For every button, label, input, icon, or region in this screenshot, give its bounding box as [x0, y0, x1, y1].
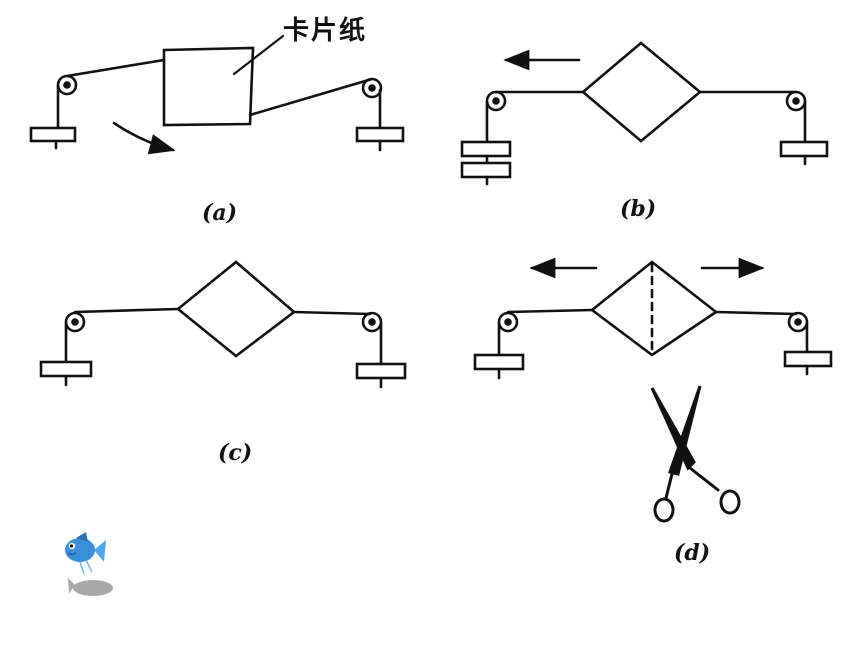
weight-icon: [355, 126, 405, 152]
pulley-icon: [785, 90, 807, 112]
card-paper: [162, 46, 255, 127]
label-leader: [232, 34, 285, 76]
pulley-icon: [787, 311, 809, 333]
panel-c: [39, 260, 407, 389]
string: [65, 58, 166, 78]
string: [714, 310, 798, 316]
weight-icon: [29, 126, 77, 150]
weight-icon: [783, 350, 833, 376]
weight-icon: [355, 362, 407, 389]
caption-b: (b): [620, 196, 657, 222]
card-paper: [175, 260, 297, 358]
caption-a: (a): [202, 200, 238, 226]
panel-b: [460, 41, 829, 186]
card-paper: [580, 41, 703, 143]
card-paper: [589, 260, 719, 357]
pulley-icon: [361, 311, 383, 333]
pulley-icon: [497, 311, 519, 333]
weight-icon: [779, 140, 829, 166]
panel-d: [473, 257, 833, 523]
panel-a: [29, 34, 405, 155]
card-paper-label: 卡片纸: [283, 16, 368, 46]
pulley-icon: [485, 90, 507, 112]
caption-d: (d): [674, 540, 711, 566]
string: [73, 307, 180, 314]
weight-icon: [39, 360, 93, 387]
caption-c: (c): [218, 440, 253, 466]
string: [248, 77, 374, 117]
pulley-icon: [56, 74, 78, 96]
scissors-icon: [650, 385, 741, 523]
string: [292, 310, 372, 316]
weight-icon: [473, 353, 525, 380]
arrow-icon: [112, 121, 176, 155]
fish-icon: [65, 532, 113, 596]
pulley-icon: [64, 311, 86, 333]
weight-icon: [460, 140, 512, 186]
string: [506, 308, 594, 314]
